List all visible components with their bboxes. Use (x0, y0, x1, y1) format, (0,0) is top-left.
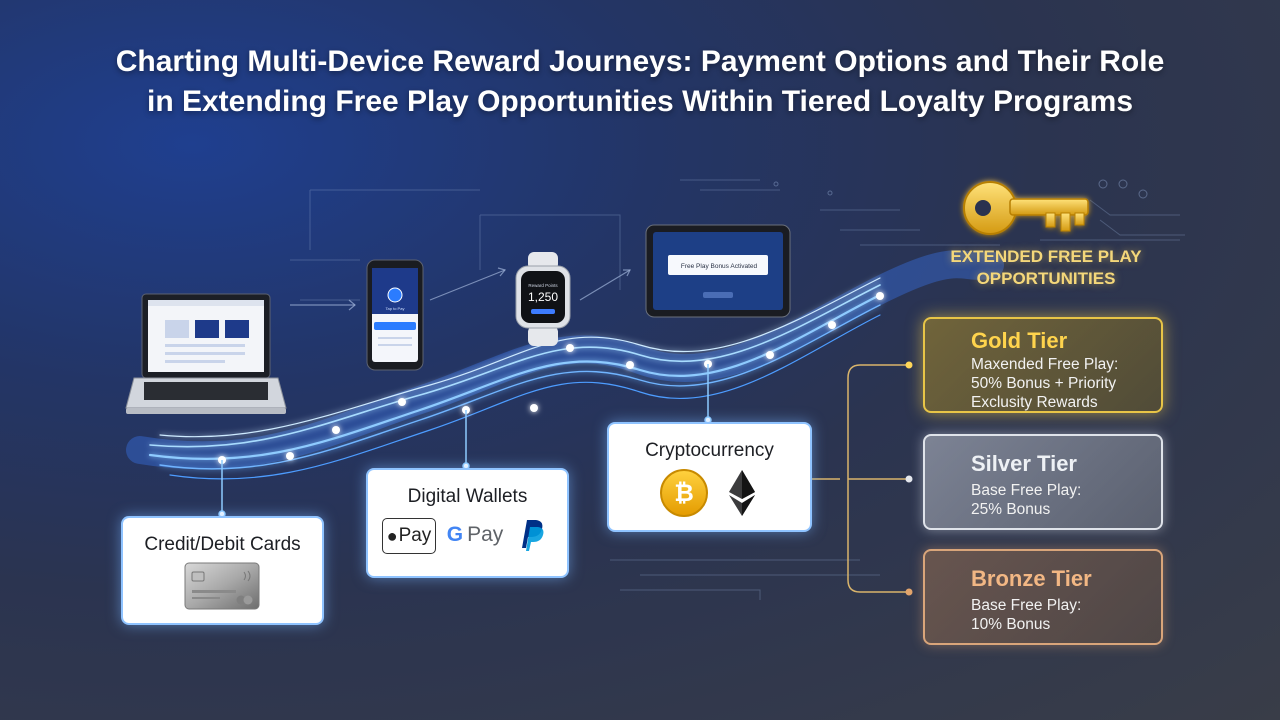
circuit-lines (290, 179, 1185, 600)
ethereum-icon (729, 470, 755, 516)
tier-line: Maxended Free Play: (971, 356, 1119, 373)
laptop-icon (125, 293, 287, 414)
payment-card-cryptocurrency: Cryptocurrency ₿ (607, 422, 812, 532)
tier-line: Exclusity Rewards (971, 394, 1098, 411)
tier-silver: Silver Tier Base Free Play: 25% Bonus (923, 434, 1163, 530)
key-icon (963, 181, 1089, 235)
extended-line-1: EXTENDED FREE PLAY (950, 247, 1142, 266)
tier-bracket-nodes (905, 361, 913, 596)
tier-gold: Gold Tier Maxended Free Play: 50% Bonus … (923, 317, 1163, 413)
tier-line: 25% Bonus (971, 501, 1051, 518)
apple-pay-icon: ●Pay (382, 518, 436, 554)
google-pay-label: Pay (467, 523, 504, 546)
device-arrows (290, 267, 631, 311)
tablet-banner: Free Play Bonus Activated (681, 263, 758, 270)
payment-card-credit-debit: Credit/Debit Cards (121, 516, 324, 625)
phone-button-label: Tap to Pay (386, 306, 405, 311)
watch-title: Reward Points (528, 283, 558, 288)
watch-value: 1,250 (528, 290, 558, 304)
light-stream (126, 250, 1004, 480)
bitcoin-icon: ₿ (660, 469, 708, 517)
tier-line: 10% Bonus (971, 616, 1051, 633)
credit-debit-title: Credit/Debit Cards (144, 534, 301, 555)
tier-line: 50% Bonus + Priority (971, 375, 1117, 392)
tier-name: Gold Tier (971, 328, 1068, 353)
digital-wallets-title: Digital Wallets (407, 486, 528, 507)
tablet-icon: Free Play Bonus Activated (645, 224, 791, 318)
circuit-nodes (773, 179, 1148, 199)
phone-icon: Tap to Pay (366, 259, 424, 371)
paypal-icon (522, 520, 544, 551)
tier-bronze: Bronze Tier Base Free Play: 10% Bonus (923, 549, 1163, 645)
smartwatch-icon: Reward Points 1,250 (515, 252, 571, 346)
apple-pay-label: Pay (398, 525, 432, 546)
page-title: Charting Multi-Device Reward Journeys: P… (40, 42, 1240, 122)
tier-name: Silver Tier (971, 451, 1077, 476)
tier-line: Base Free Play: (971, 482, 1082, 499)
credit-card-icon (184, 562, 260, 610)
tier-name: Bronze Tier (971, 566, 1092, 591)
title-line-1: Charting Multi-Device Reward Journeys: P… (115, 45, 1165, 78)
title-line-2: in Extending Free Play Opportunities Wit… (146, 85, 1133, 118)
extended-free-play-label: EXTENDED FREE PLAY OPPORTUNITIES (930, 246, 1162, 290)
tier-bracket (810, 364, 908, 593)
stream-nodes (218, 292, 884, 464)
tier-line: Base Free Play: (971, 597, 1082, 614)
cryptocurrency-title: Cryptocurrency (645, 440, 774, 461)
extended-line-2: OPPORTUNITIES (976, 269, 1116, 288)
svg-text:₿: ₿ (674, 479, 694, 507)
